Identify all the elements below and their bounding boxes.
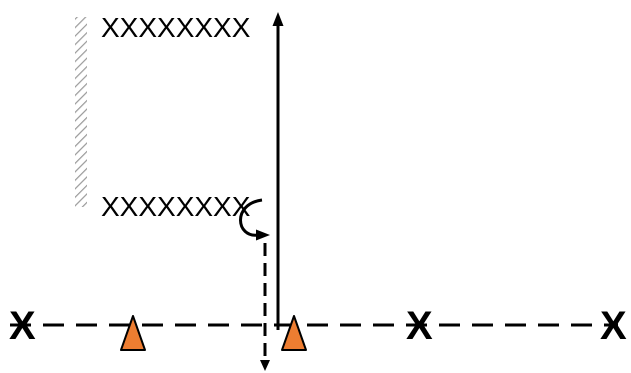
top-label: XXXXXXXX — [101, 12, 251, 43]
bottom-label: XXXXXXXX — [101, 191, 251, 222]
curved-arrow-icon — [239, 198, 270, 241]
hatched-wall — [75, 17, 87, 207]
up-arrow-icon — [272, 12, 284, 330]
orange-cone-icon — [281, 315, 307, 351]
down-arrow-icon — [260, 243, 270, 371]
x-marker: X — [600, 304, 627, 348]
x-marker: X — [406, 304, 433, 348]
x-marker: X — [9, 304, 36, 348]
orange-cone-icon — [120, 315, 146, 351]
